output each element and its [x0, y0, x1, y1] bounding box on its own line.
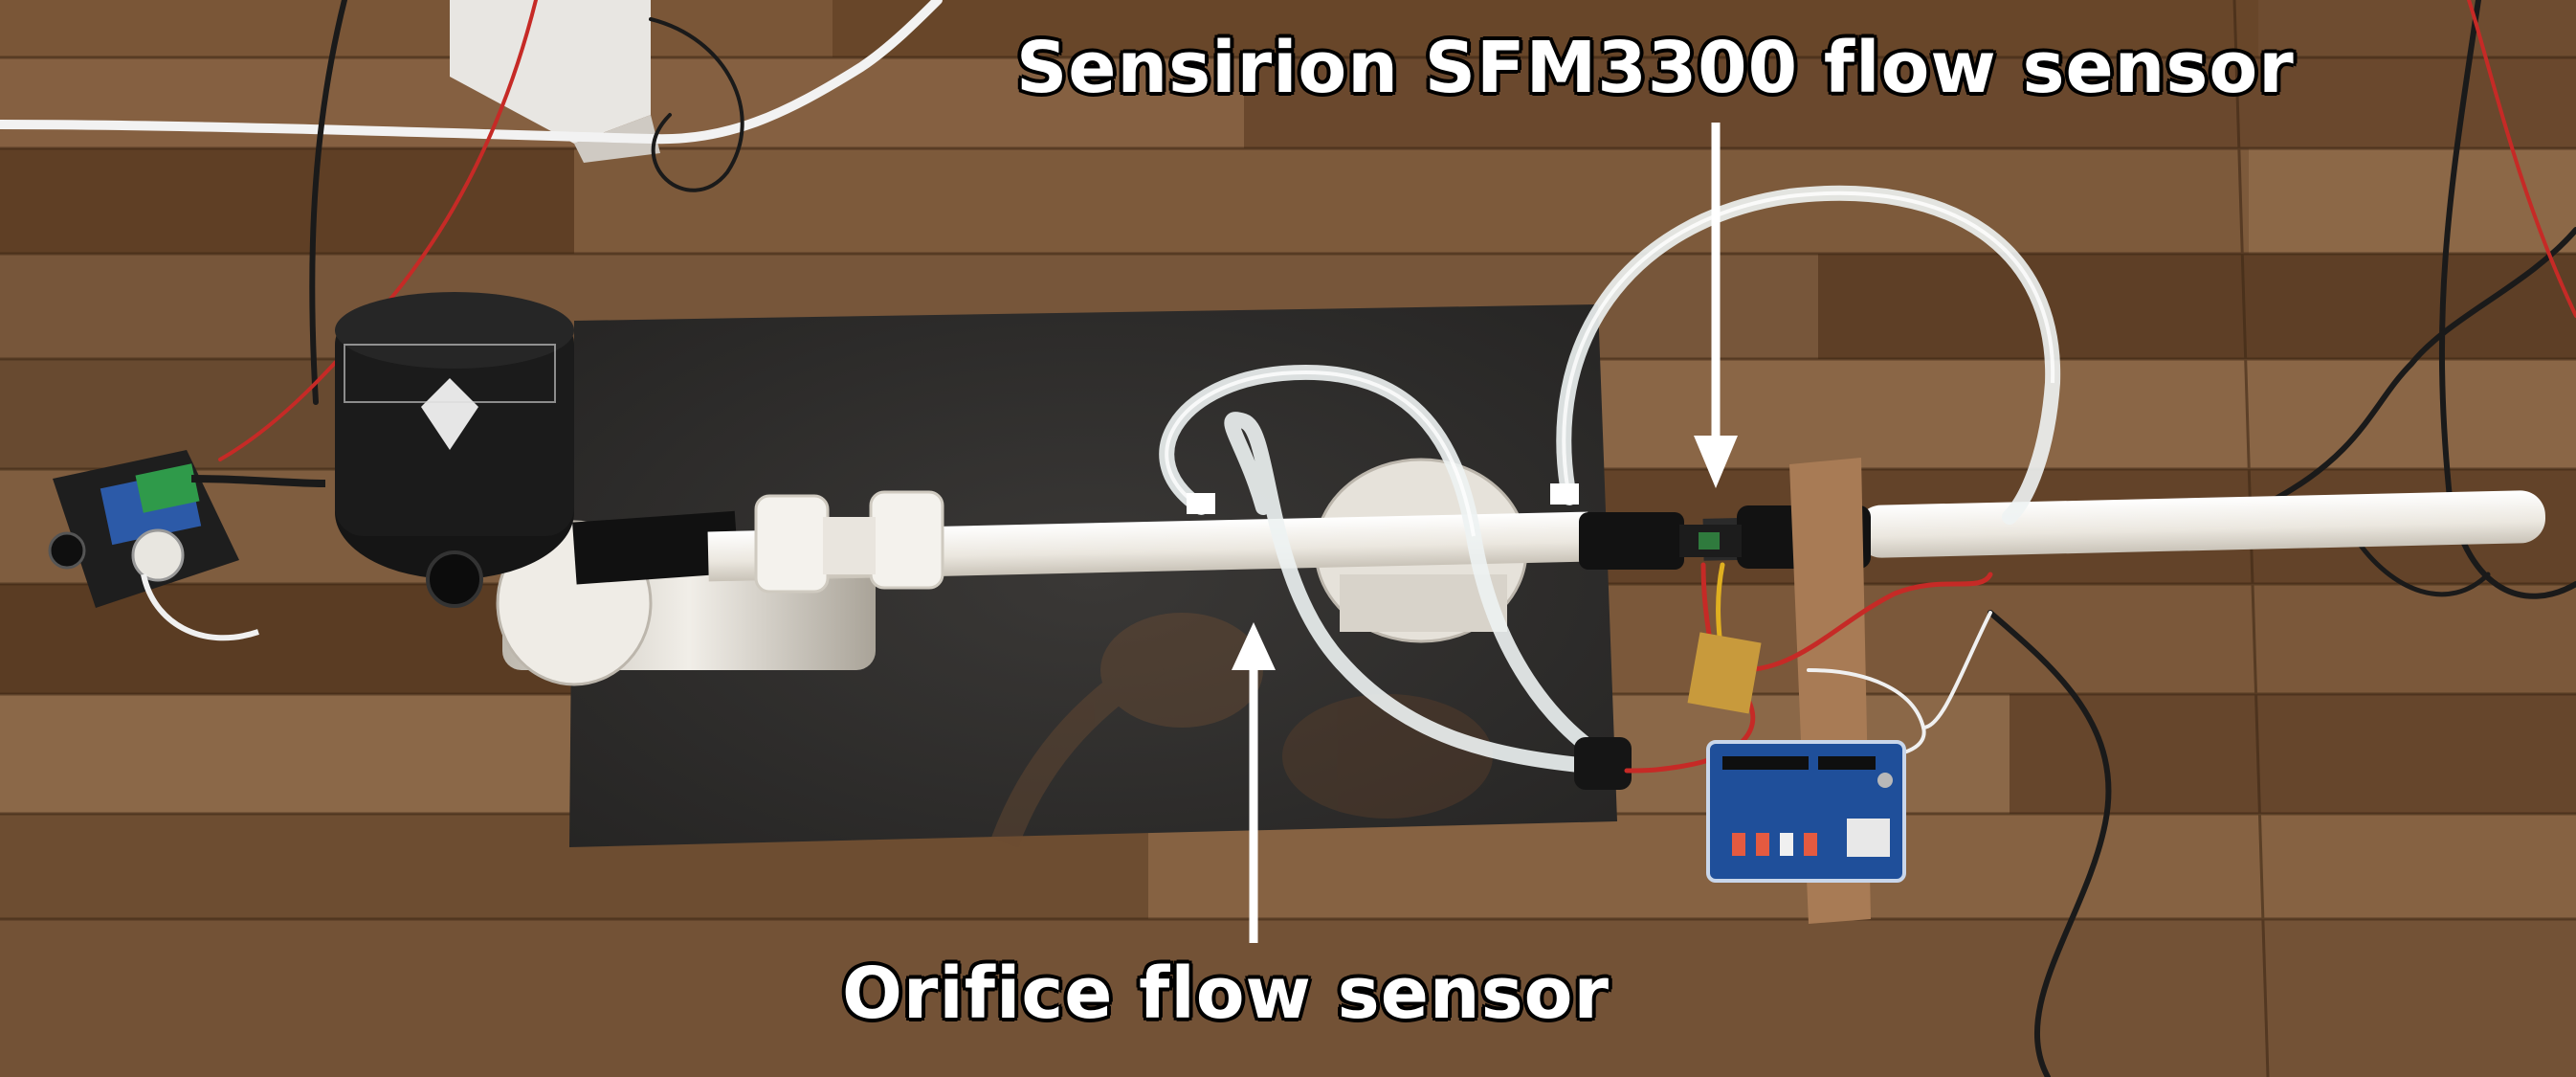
black-board [569, 304, 1617, 847]
tube-fittings [1187, 483, 1632, 790]
bottom-annotation-arrow [1232, 622, 1276, 943]
arduino-board [1706, 740, 1906, 883]
tubing-highlights [1165, 191, 2055, 537]
orifice-sensor-label: Orifice flow sensor [842, 953, 1610, 1035]
air-pump [335, 292, 740, 608]
pipe-couplings [754, 490, 944, 594]
sfm3300-sensor-label: Sensirion SFM3300 flow sensor [1016, 27, 2295, 109]
speed-controller [48, 450, 326, 641]
orifice-circuit-board [1687, 632, 1762, 714]
top-annotation-arrow [1694, 123, 1738, 488]
